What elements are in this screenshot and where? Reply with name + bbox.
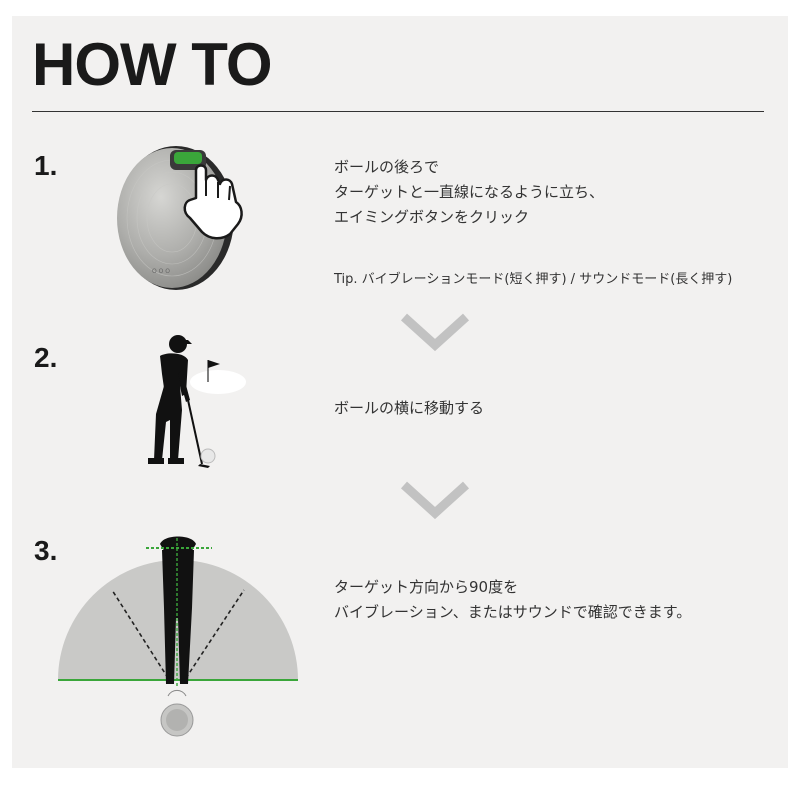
chevron-down-icon [400, 313, 470, 352]
ball-device-illustration: O O O [117, 146, 243, 290]
golfer-silhouette-illustration [148, 335, 246, 468]
step-2-text: ボールの横に移動する [334, 399, 485, 417]
svg-text:O O O: O O O [152, 268, 170, 275]
chevron-down-icon [400, 481, 470, 520]
step-1-text: ボールの後ろで ターゲットと一直線になるように立ち、 エイミングボタンをクリック [334, 158, 605, 226]
step-3-number: 3. [34, 535, 58, 566]
step-1-number: 1. [34, 150, 58, 181]
page-title: HOW TO [32, 31, 273, 98]
step-3-text: ターゲット方向から90度を バイブレーション、またはサウンドで確認できます。 [334, 578, 692, 621]
step-2-number: 2. [34, 342, 58, 373]
topdown-golfer-arc-illustration [58, 536, 298, 737]
pointing-hand-icon [183, 164, 243, 240]
title-divider [32, 111, 764, 112]
step-1-tip: Tip. バイブレーションモード(短く押す) / サウンドモード(長く押す) [334, 272, 733, 287]
